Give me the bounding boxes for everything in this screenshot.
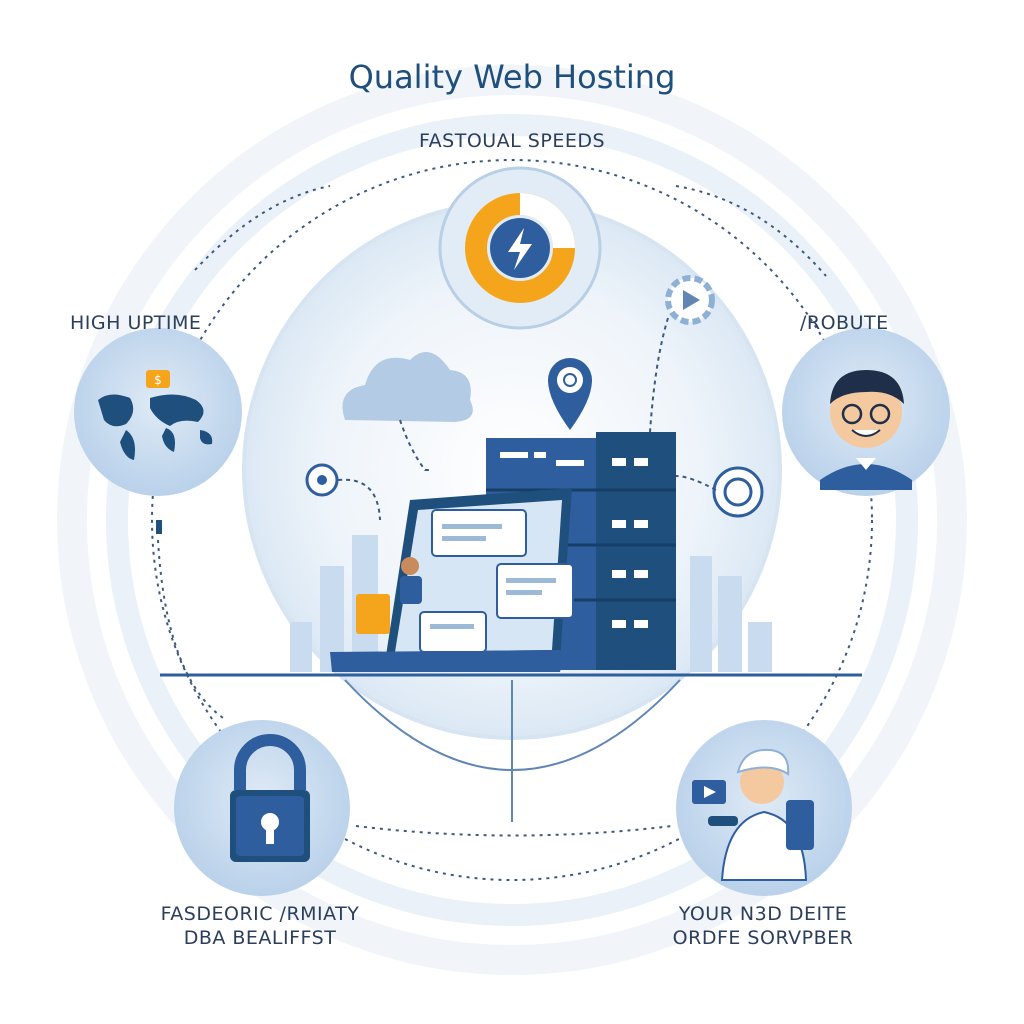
location-pin-icon — [548, 358, 592, 430]
node-robute — [782, 328, 950, 496]
node-speeds — [438, 166, 602, 330]
dashed-connectors — [157, 185, 827, 837]
developer-person-icon — [692, 748, 814, 881]
gear-play-icon — [649, 275, 715, 433]
svg-text:$: $ — [154, 373, 162, 387]
node-security — [174, 720, 350, 896]
cloud-icon — [342, 352, 473, 471]
feature-label-speeds: FASTOUAL SPEEDS — [418, 130, 606, 152]
feature-label-server: YOUR N3D DEITE ORDFE SORVPBER — [618, 902, 908, 950]
feature-label-security: FASDEORIC /RMIATY DBA BEALIFFST — [110, 902, 410, 950]
power-button-icon — [675, 466, 764, 518]
laptop-icon — [330, 488, 574, 672]
feature-label-server-line2: ORDFE SORVPBER — [672, 927, 854, 949]
page-title: Quality Web Hosting — [348, 58, 676, 96]
world-map-icon — [98, 394, 213, 460]
feature-label-server-line1: YOUR N3D DEITE — [678, 903, 848, 925]
feature-label-robute: /ROBUTE — [800, 312, 889, 334]
lightning-gauge-icon — [465, 193, 575, 303]
padlock-icon — [230, 734, 310, 862]
node-server — [676, 720, 852, 896]
feature-label-security-line2: DBA BEALIFFST — [183, 927, 337, 949]
support-person-icon — [820, 370, 912, 490]
small-clock-icon — [305, 463, 381, 521]
feature-label-uptime: HIGH UPTIME — [70, 312, 202, 334]
node-uptime: $ — [74, 328, 242, 534]
feature-label-security-line1: FASDEORIC /RMIATY — [160, 903, 360, 925]
orbit-rings — [57, 65, 967, 975]
